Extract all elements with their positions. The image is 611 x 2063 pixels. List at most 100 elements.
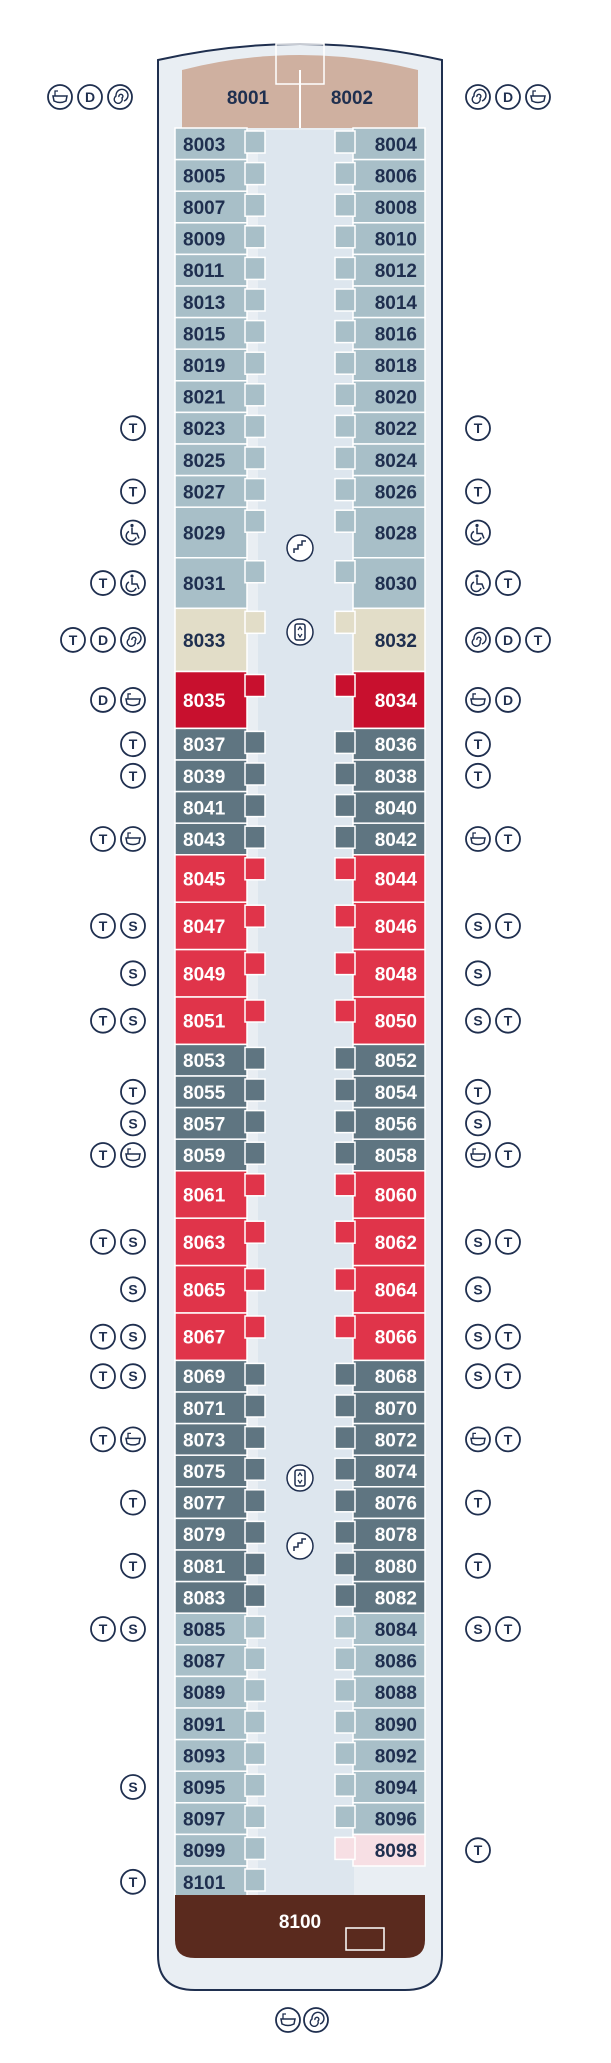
cabin-8044[interactable] xyxy=(352,854,426,903)
svg-text:T: T xyxy=(99,918,108,934)
cabin-8040[interactable] xyxy=(352,790,426,824)
svg-text:T: T xyxy=(129,483,138,499)
cabin-8076[interactable] xyxy=(352,1486,426,1520)
cabin-8061-label: 8061 xyxy=(183,1186,226,1207)
svg-text:S: S xyxy=(128,965,137,981)
cabin-8042[interactable] xyxy=(352,822,426,856)
cabin-8008[interactable] xyxy=(352,190,426,224)
cabin-8013-label: 8013 xyxy=(183,293,225,314)
bathtub-icon xyxy=(120,687,146,713)
bathroom-block xyxy=(244,857,266,881)
bathroom-block xyxy=(244,1489,266,1513)
cabin-8094[interactable] xyxy=(352,1770,426,1804)
cabin-8046[interactable] xyxy=(352,901,426,951)
twin-beds-icon: T xyxy=(90,913,116,939)
cabin-8018[interactable] xyxy=(352,348,426,382)
svg-text:T: T xyxy=(99,575,108,591)
svg-text:D: D xyxy=(503,632,513,648)
cabin-8027[interactable] xyxy=(174,474,248,508)
cabin-8047[interactable] xyxy=(174,901,248,951)
cabin-8075[interactable] xyxy=(174,1454,248,1488)
cabin-8067[interactable] xyxy=(174,1312,248,1362)
cabin-8078[interactable] xyxy=(352,1517,426,1551)
cabin-8059[interactable] xyxy=(174,1138,248,1172)
cabin-8012-label: 8012 xyxy=(375,261,417,282)
cabin-8029[interactable] xyxy=(174,506,248,559)
twin-beds-icon: T xyxy=(495,913,521,939)
cabin-8052[interactable] xyxy=(352,1043,426,1077)
cabin-8054-label: 8054 xyxy=(375,1083,418,1104)
bathroom-block xyxy=(244,1583,266,1608)
cabin-8019[interactable] xyxy=(174,348,248,382)
cabin-8026[interactable] xyxy=(352,474,426,508)
cabin-8043-label: 8043 xyxy=(183,830,225,851)
svg-text:T: T xyxy=(99,1329,108,1345)
bathroom-block xyxy=(334,762,356,786)
twin-beds-icon: T xyxy=(90,826,116,852)
bathroom-block xyxy=(334,477,356,502)
cabin-8068[interactable] xyxy=(352,1359,426,1393)
cabin-8064[interactable] xyxy=(352,1264,426,1314)
sofa-bed-icon: S xyxy=(465,1323,491,1350)
cabin-8054[interactable] xyxy=(352,1075,426,1109)
cabin-8020[interactable] xyxy=(352,380,426,414)
cabin-8072[interactable] xyxy=(352,1422,426,1456)
cabin-8032[interactable] xyxy=(352,607,426,673)
cabin-8012[interactable] xyxy=(352,253,426,287)
cabin-8030-label: 8030 xyxy=(375,574,417,595)
bathroom-block xyxy=(244,1710,266,1734)
cabin-8056[interactable] xyxy=(352,1106,426,1140)
cabin-8082[interactable] xyxy=(352,1580,426,1614)
svg-text:D: D xyxy=(503,89,513,105)
bathtub-icon xyxy=(120,1142,146,1168)
bathroom-block xyxy=(334,1805,356,1829)
cabin-8037[interactable] xyxy=(174,727,248,761)
twin-beds-icon: T xyxy=(90,1007,116,1034)
cabin-8024[interactable] xyxy=(352,443,426,477)
cabin-8055[interactable] xyxy=(174,1075,248,1109)
svg-text:S: S xyxy=(473,1621,482,1637)
cabin-8025[interactable] xyxy=(174,443,248,477)
cabin-8016[interactable] xyxy=(352,316,426,350)
cabin-8095[interactable] xyxy=(174,1770,248,1804)
cabin-8088[interactable] xyxy=(352,1675,426,1709)
bathtub-icon xyxy=(275,2007,301,2033)
cabin-8065[interactable] xyxy=(174,1264,248,1314)
cabin-8073[interactable] xyxy=(174,1422,248,1456)
cabin-8062[interactable] xyxy=(352,1217,426,1267)
cabin-8016-label: 8016 xyxy=(375,324,417,345)
cabin-8070[interactable] xyxy=(352,1391,426,1425)
svg-text:T: T xyxy=(504,1329,513,1345)
bathroom-block xyxy=(334,351,356,375)
cabin-8063[interactable] xyxy=(174,1217,248,1267)
svg-text:T: T xyxy=(474,768,483,784)
cabin-8066[interactable] xyxy=(352,1312,426,1362)
cabin-8074[interactable] xyxy=(352,1454,426,1488)
cabin-8060[interactable] xyxy=(352,1170,426,1219)
cabin-8071[interactable] xyxy=(174,1391,248,1425)
cabin-8051[interactable] xyxy=(174,996,248,1046)
cabin-8098-label: 8098 xyxy=(375,1841,417,1862)
cabin-8002-label: 8002 xyxy=(331,88,373,109)
twin-beds-icon: T xyxy=(120,478,146,505)
svg-text:S: S xyxy=(128,1329,137,1345)
cabin-8101[interactable] xyxy=(174,1865,248,1899)
cabin-8036[interactable] xyxy=(352,727,426,761)
bathroom-block xyxy=(334,1520,356,1545)
cabin-8085-label: 8085 xyxy=(183,1620,226,1641)
cabin-8059-label: 8059 xyxy=(183,1146,225,1167)
cabin-8035[interactable] xyxy=(174,670,248,730)
bathroom-block xyxy=(244,1394,266,1418)
cabin-8058[interactable] xyxy=(352,1138,426,1172)
cabin-8048[interactable] xyxy=(352,948,426,998)
cabin-8001-label: 8001 xyxy=(227,88,270,109)
twin-beds-icon: T xyxy=(495,1229,521,1255)
cabin-8057[interactable] xyxy=(174,1106,248,1140)
bathroom-block xyxy=(334,1457,356,1481)
cabin-8021[interactable] xyxy=(174,380,248,414)
cabin-8028[interactable] xyxy=(352,506,426,559)
cabin-8053[interactable] xyxy=(174,1043,248,1077)
cabin-8015[interactable] xyxy=(174,316,248,350)
bathroom-block xyxy=(244,383,266,407)
svg-text:S: S xyxy=(128,918,137,934)
